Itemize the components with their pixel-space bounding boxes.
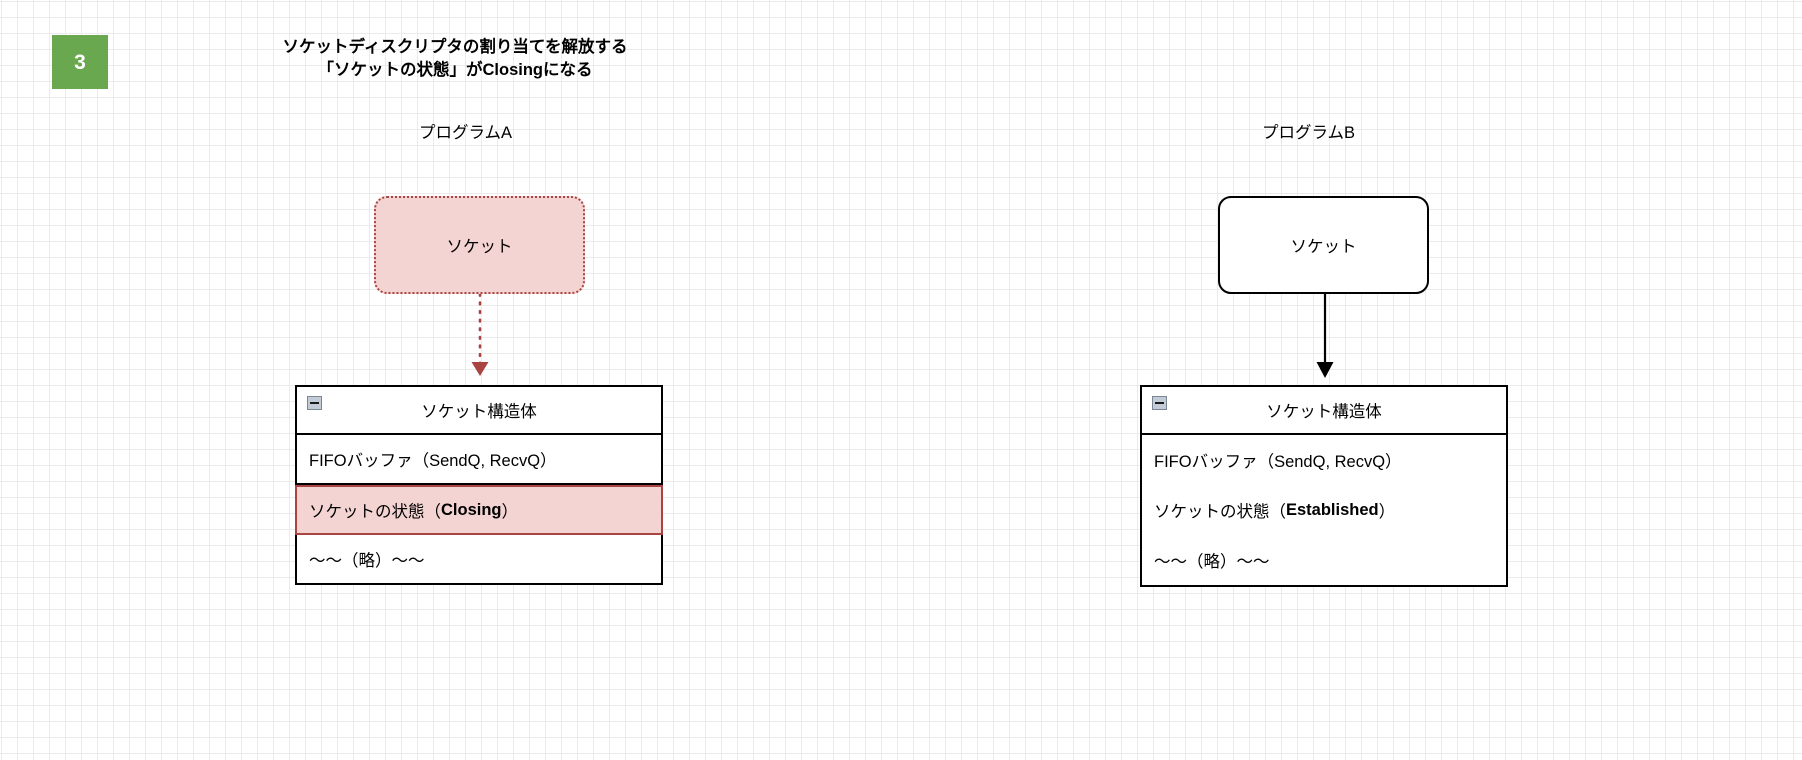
struct-header-a: ソケット構造体	[295, 385, 663, 435]
title-line-2: 「ソケットの状態」がClosingになる	[317, 61, 593, 80]
struct-row-state-value-b: Established	[1286, 500, 1379, 519]
socket-box-label-a: ソケット	[446, 238, 513, 256]
struct-row-omitted-a: 〜〜（略）〜〜	[309, 552, 425, 570]
table-row: FIFOバッファ（SendQ, RecvQ）	[295, 435, 663, 485]
socket-box-label-b: ソケット	[1290, 238, 1357, 256]
step-number-text: 3	[74, 50, 86, 74]
socket-box-program-a: ソケット	[374, 196, 585, 294]
list-item: ソケットの状態（Established）	[1154, 485, 1506, 535]
struct-row-state-suffix-a: ）	[501, 503, 519, 521]
socket-box-program-b: ソケット	[1218, 196, 1429, 294]
connector-arrow-b	[1310, 294, 1340, 391]
struct-header-title-a: ソケット構造体	[421, 403, 537, 421]
minus-square-icon[interactable]	[1152, 396, 1167, 410]
struct-row-state-prefix-b: ソケットの状態（	[1154, 503, 1286, 521]
column-label-program-a: プログラムA	[419, 124, 513, 142]
column-label-program-b: プログラムB	[1262, 124, 1356, 142]
struct-row-fifo-a: FIFOバッファ（SendQ, RecvQ）	[309, 452, 557, 470]
struct-row-state-prefix-a: ソケットの状態（	[309, 503, 441, 521]
struct-row-state-suffix-b: ）	[1378, 503, 1396, 521]
step-number-badge: 3	[52, 35, 108, 89]
socket-struct-table-a: ソケット構造体 FIFOバッファ（SendQ, RecvQ） ソケットの状態（C…	[295, 385, 663, 585]
minus-square-icon[interactable]	[307, 396, 322, 410]
table-row: ソケットの状態（Closing）	[295, 485, 663, 535]
struct-row-state-value-a: Closing	[441, 500, 502, 519]
arrowhead-a	[471, 362, 489, 376]
table-row: 〜〜（略）〜〜	[295, 535, 663, 585]
arrowhead-b	[1316, 362, 1334, 378]
socket-struct-table-b: ソケット構造体 FIFOバッファ（SendQ, RecvQ） ソケットの状態（E…	[1140, 385, 1508, 587]
struct-body-b: FIFOバッファ（SendQ, RecvQ） ソケットの状態（Establish…	[1140, 435, 1508, 587]
struct-header-b: ソケット構造体	[1140, 385, 1508, 435]
struct-row-omitted-b: 〜〜（略）〜〜	[1154, 553, 1270, 571]
diagram-title: ソケットディスクリプタの割り当てを解放する 「ソケットの状態」がClosingに…	[195, 36, 715, 83]
list-item: FIFOバッファ（SendQ, RecvQ）	[1154, 435, 1506, 485]
title-line-1: ソケットディスクリプタの割り当てを解放する	[282, 38, 628, 56]
struct-header-title-b: ソケット構造体	[1266, 403, 1382, 421]
struct-row-fifo-b: FIFOバッファ（SendQ, RecvQ）	[1154, 453, 1402, 471]
list-item: 〜〜（略）〜〜	[1154, 535, 1506, 585]
connector-arrow-a	[465, 292, 495, 391]
